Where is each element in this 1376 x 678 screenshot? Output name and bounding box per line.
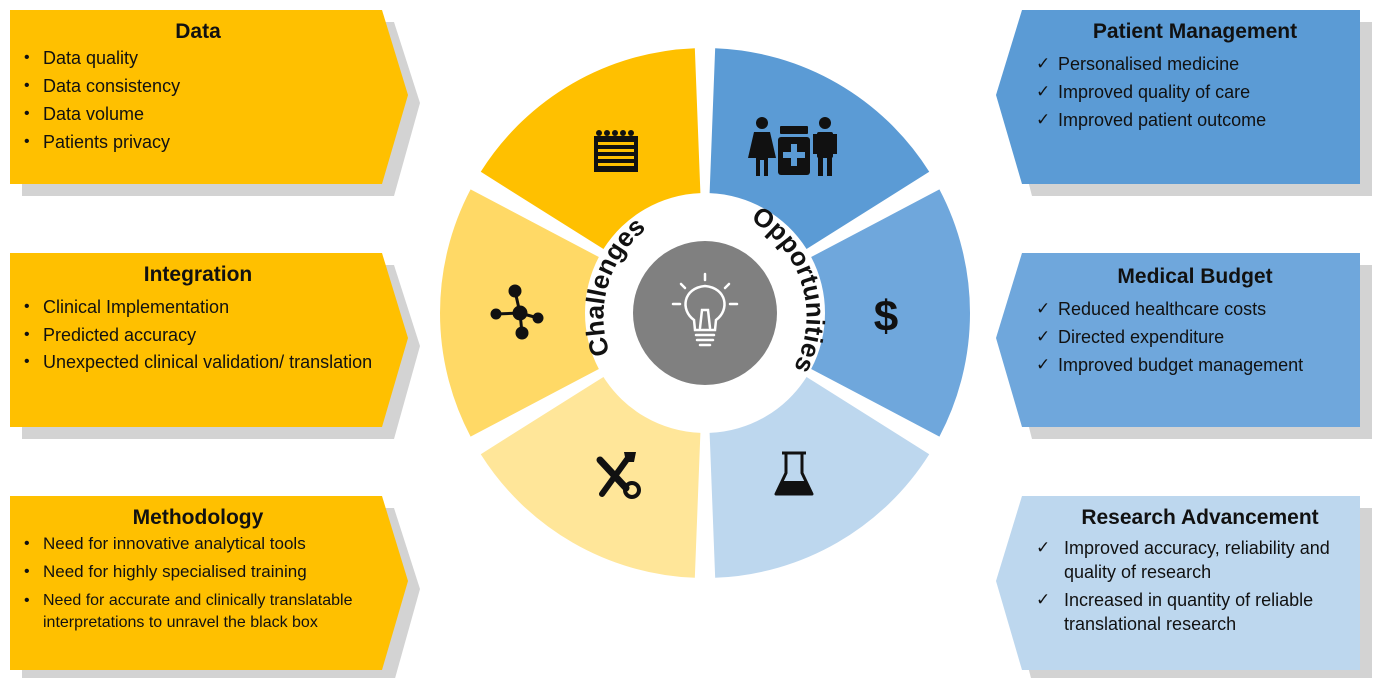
list-item: Data consistency xyxy=(18,72,378,100)
list-item: Predicted accuracy xyxy=(18,321,378,349)
segment-research-advancement xyxy=(709,376,930,578)
segment-data xyxy=(480,48,701,250)
list-item: Improved quality of care xyxy=(1036,78,1354,106)
wheel-diagram: Challenges Opportunities xyxy=(440,48,970,578)
panel-title: Data xyxy=(175,20,221,43)
list-item: Data volume xyxy=(18,100,378,128)
tools-icon xyxy=(596,452,641,499)
panel-title: Medical Budget xyxy=(1117,265,1273,288)
opportunity-panel-research-advancement: Research Advancement Improved accuracy, … xyxy=(996,496,1376,678)
list-item: Clinical Implementation xyxy=(18,293,378,321)
list-item: Need for accurate and clinically transla… xyxy=(18,590,378,634)
panel-title: Patient Management xyxy=(1092,20,1298,43)
dollar-icon: $ xyxy=(874,292,898,341)
challenge-panel-methodology: Methodology Need for innovative analytic… xyxy=(10,496,420,678)
list-item: Improved budget management xyxy=(1036,351,1354,379)
challenge-panel-data: Data Data quality Data consistency Data … xyxy=(10,10,420,196)
opportunity-panel-medical-budget: Medical Budget Reduced healthcare costs … xyxy=(996,253,1376,439)
list-item: Need for innovative analytical tools xyxy=(18,530,378,558)
panel-title: Integration xyxy=(143,263,253,286)
list-item: Need for highly specialised training xyxy=(18,558,378,586)
lightbulb-icon xyxy=(671,272,739,347)
panel-title: Methodology xyxy=(132,506,264,529)
network-icon xyxy=(490,284,544,340)
list-item: Directed expenditure xyxy=(1036,323,1354,351)
list-item: Improved accuracy, reliability and quali… xyxy=(1036,536,1364,584)
center-circle xyxy=(633,241,777,385)
segment-medical-budget xyxy=(811,189,970,437)
patients-medicine-icon xyxy=(748,117,837,176)
list-item: Patients privacy xyxy=(18,128,378,156)
flask-icon xyxy=(774,451,814,496)
panel-title: Research Advancement xyxy=(1081,506,1319,529)
list-item: Unexpected clinical validation/ translat… xyxy=(18,349,378,375)
segment-methodology xyxy=(480,376,701,578)
calendar-icon xyxy=(594,130,638,172)
opportunity-panel-patient-management: Patient Management Personalised medicine… xyxy=(996,10,1376,196)
list-item: Improved patient outcome xyxy=(1036,106,1354,134)
list-item: Increased in quantity of reliable transl… xyxy=(1036,588,1364,636)
list-item: Personalised medicine xyxy=(1036,50,1354,78)
list-item: Data quality xyxy=(18,44,378,72)
challenge-panel-integration: Integration Clinical Implementation Pred… xyxy=(10,253,420,439)
list-item: Reduced healthcare costs xyxy=(1036,295,1354,323)
